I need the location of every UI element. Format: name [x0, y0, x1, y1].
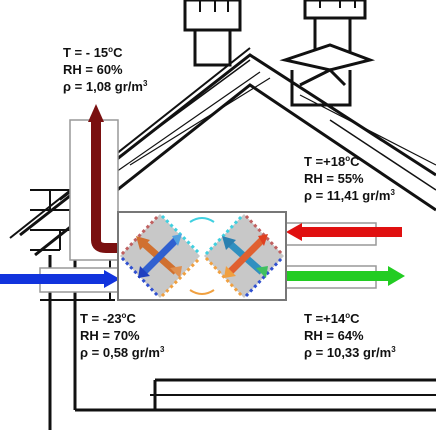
- heat-exchanger-icon: [117, 211, 287, 301]
- intake-temperature: T = -23oC: [80, 311, 136, 326]
- return-air-temperature: T =+18oC: [304, 154, 360, 169]
- intake-density: ρ = 0,58 gr/m3: [80, 345, 165, 360]
- return-air-density: ρ = 11,41 gr/m3: [304, 188, 395, 203]
- intake-duct: [0, 267, 120, 293]
- return-arrow-icon: [286, 223, 302, 241]
- intake-humidity: RH = 70%: [80, 328, 140, 343]
- supply-arrow-icon: [388, 266, 405, 286]
- supply-conditions: T =+14oC RH = 64% ρ = 10,33 gr/m3: [304, 310, 396, 361]
- return-air-humidity: RH = 55%: [304, 171, 364, 186]
- return-air-conditions: T =+18oC RH = 55% ρ = 11,41 gr/m3: [304, 153, 395, 204]
- supply-temperature: T =+14oC: [304, 311, 360, 326]
- crossflow-arrow-icon: [136, 234, 182, 278]
- exhaust-conditions: T = - 15oC RH = 60% ρ = 1,08 gr/m3: [63, 44, 147, 95]
- intake-conditions: T = -23oC RH = 70% ρ = 0,58 gr/m3: [80, 310, 164, 361]
- supply-humidity: RH = 64%: [304, 328, 364, 343]
- exhaust-arrow-icon: [88, 104, 104, 122]
- supply-duct: [285, 265, 405, 289]
- return-duct: [285, 222, 402, 246]
- exhaust-temperature: T = - 15oC: [63, 45, 123, 60]
- crossflow-arrow-icon: [222, 234, 268, 278]
- exhaust-density: ρ = 1,08 gr/m3: [63, 79, 148, 94]
- roof-vent-icon: [279, 43, 376, 107]
- intake-arrow-icon: [104, 270, 120, 288]
- exhaust-humidity: RH = 60%: [63, 62, 123, 77]
- exhaust-duct: [69, 104, 120, 261]
- supply-density: ρ = 10,33 gr/m3: [304, 345, 396, 360]
